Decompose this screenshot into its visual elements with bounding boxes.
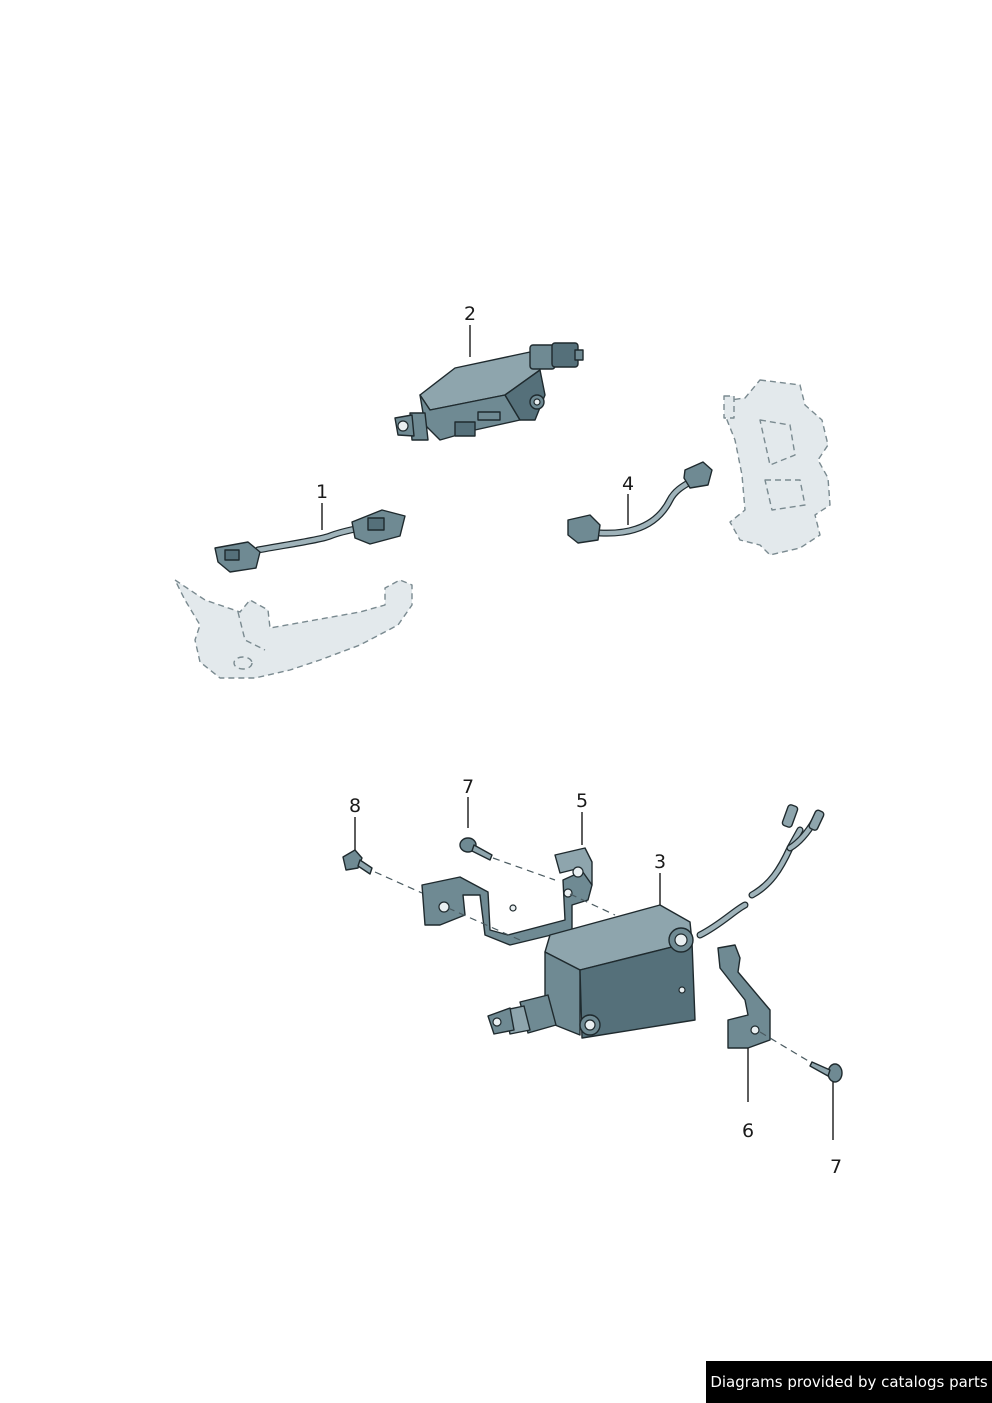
- bolt-part-8: [342, 849, 373, 875]
- callout-7-bottom: 7: [830, 1156, 842, 1178]
- assembly-guide-lines: [374, 857, 811, 1063]
- callout-1: 1: [316, 481, 328, 503]
- watermark-footer: Diagrams provided by catalogs parts: [706, 1361, 992, 1403]
- door-handle-outline: [174, 579, 413, 679]
- screw-part-7-top: [459, 837, 493, 861]
- callout-5: 5: [576, 790, 588, 812]
- bracket-part-5: [421, 847, 593, 946]
- wiring-harness-part-4: [567, 461, 713, 544]
- callout-4: 4: [622, 473, 634, 495]
- bracket-part-6: [717, 944, 771, 1049]
- wiring-harness-part-1: [214, 509, 406, 573]
- callout-7-top: 7: [462, 776, 474, 798]
- callout-2: 2: [464, 303, 476, 325]
- actuator-motor-part-2: [394, 342, 584, 441]
- leader-lines: [321, 325, 834, 1140]
- lock-assembly-outline: [723, 379, 831, 556]
- screw-part-7-bottom: [809, 1061, 843, 1083]
- callout-6: 6: [742, 1120, 754, 1142]
- callout-8: 8: [349, 795, 361, 817]
- callout-3: 3: [654, 851, 666, 873]
- actuator-motor-part-3: [487, 804, 825, 1039]
